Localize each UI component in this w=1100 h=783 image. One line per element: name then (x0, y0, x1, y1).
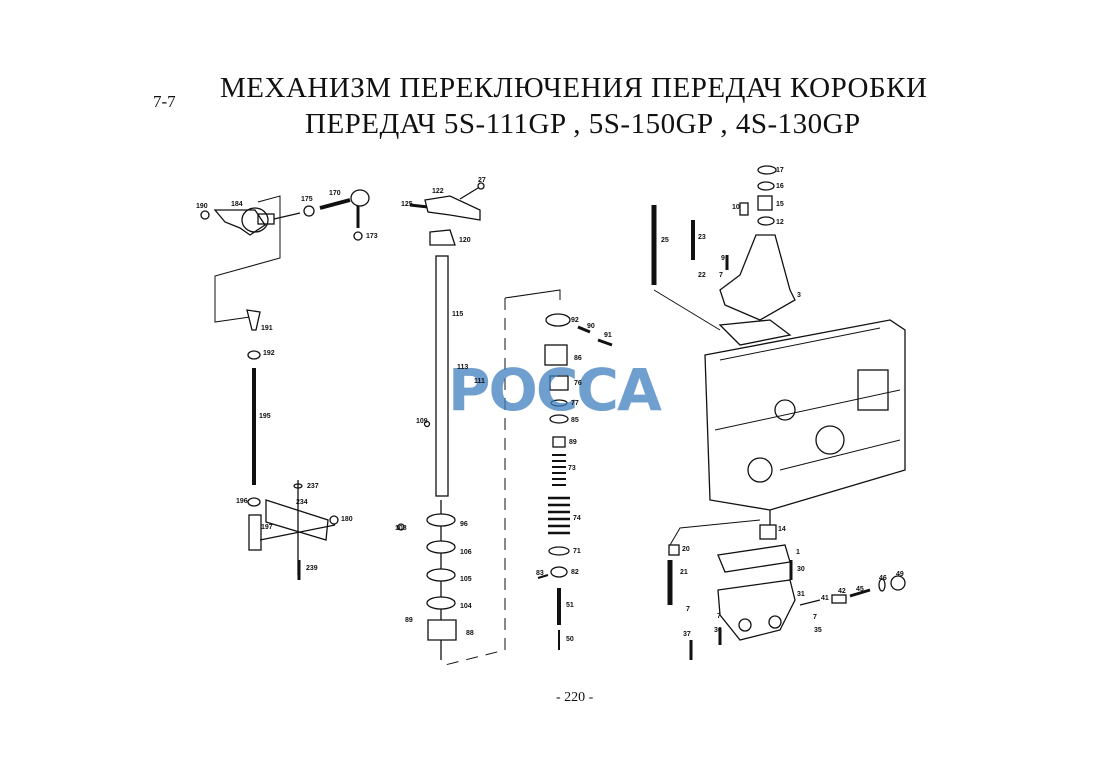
part-label: 120 (459, 237, 471, 244)
part-label: 27 (478, 177, 486, 184)
selector-shaft-assembly (397, 182, 561, 666)
part-label: 82 (571, 569, 579, 576)
part-label: 73 (568, 465, 576, 472)
part-label: 42 (838, 588, 846, 595)
section-number: 7-7 (153, 92, 176, 111)
part-label: 77 (571, 400, 579, 407)
part-label: 36 (714, 627, 722, 634)
part-label: 14 (778, 526, 786, 533)
part-label: 190 (196, 203, 208, 210)
part-label: 76 (574, 380, 582, 387)
part-label: 31 (797, 591, 805, 598)
part-label: 175 (301, 196, 313, 203)
part-label: 184 (231, 201, 243, 208)
part-label: 12 (776, 219, 784, 226)
part-label: 180 (341, 516, 353, 523)
part-label: 109 (416, 418, 428, 425)
part-label: 41 (821, 595, 829, 602)
part-label: 71 (573, 548, 581, 555)
part-label: 195 (259, 413, 271, 420)
part-label: 197 (261, 524, 273, 531)
part-label: 170 (329, 190, 341, 197)
part-label: 35 (814, 627, 822, 634)
part-label: 113 (457, 364, 469, 371)
part-label: 25 (661, 237, 669, 244)
part-label: 51 (566, 602, 574, 609)
part-label: 192 (263, 350, 275, 357)
page-title-line1: МЕХАНИЗМ ПЕРЕКЛЮЧЕНИЯ ПЕРЕДАЧ КОРОБКИ (220, 72, 928, 104)
part-label: 88 (466, 630, 474, 637)
part-label: 92 (571, 317, 579, 324)
part-label: 16 (776, 183, 784, 190)
part-label: 46 (879, 575, 887, 582)
part-label: 20 (682, 546, 690, 553)
part-label: 86 (574, 355, 582, 362)
part-label: 90 (587, 323, 595, 330)
part-label: 106 (460, 549, 472, 556)
part-label: 9 (721, 255, 725, 262)
part-label: 91 (604, 332, 612, 339)
part-label: 108 (395, 525, 407, 532)
part-label: 83 (536, 570, 544, 577)
part-label: 17 (776, 167, 784, 174)
part-label: 45 (856, 586, 864, 593)
part-label: 111 (474, 378, 485, 385)
part-label: 7 (686, 606, 690, 613)
part-label: 191 (261, 325, 273, 332)
part-label: 50 (566, 636, 574, 643)
part-label: 115 (452, 311, 464, 318)
part-label: 10 (732, 204, 740, 211)
watermark-logo: РОССА (448, 356, 662, 424)
part-label: 23 (698, 234, 706, 241)
part-label: 173 (366, 233, 378, 240)
part-label: 21 (680, 569, 688, 576)
part-label: 196 (236, 498, 248, 505)
part-label: 125 (401, 201, 413, 208)
part-label: 30 (797, 566, 805, 573)
part-label: 237 (307, 483, 319, 490)
part-label: 37 (683, 631, 691, 638)
part-label: 239 (306, 565, 318, 572)
part-label: 105 (460, 576, 472, 583)
part-label: 89 (405, 617, 413, 624)
part-label: 234 (296, 499, 308, 506)
part-label: 104 (460, 603, 472, 610)
part-label: 74 (573, 515, 581, 522)
part-label: 1 (796, 549, 800, 556)
part-label: 15 (776, 201, 784, 208)
part-label: 122 (432, 188, 444, 195)
part-label: 49 (896, 571, 904, 578)
page-title-line2: ПЕРЕДАЧ 5S-111GP , 5S-150GP , 4S-130GP (305, 108, 861, 140)
page-number: - 220 - (556, 690, 594, 705)
part-label: 7 (719, 272, 723, 279)
part-label: 7 (813, 614, 817, 621)
part-label: 7 (717, 613, 721, 620)
detent-spring-column (537, 313, 613, 650)
part-label: 89 (569, 439, 577, 446)
part-label: 22 (698, 272, 706, 279)
gearbox-housing-assembly (651, 165, 906, 660)
part-label: 3 (797, 292, 801, 299)
shift-lever-assembly (200, 189, 370, 580)
part-label: 96 (460, 521, 468, 528)
part-label: 85 (571, 417, 579, 424)
